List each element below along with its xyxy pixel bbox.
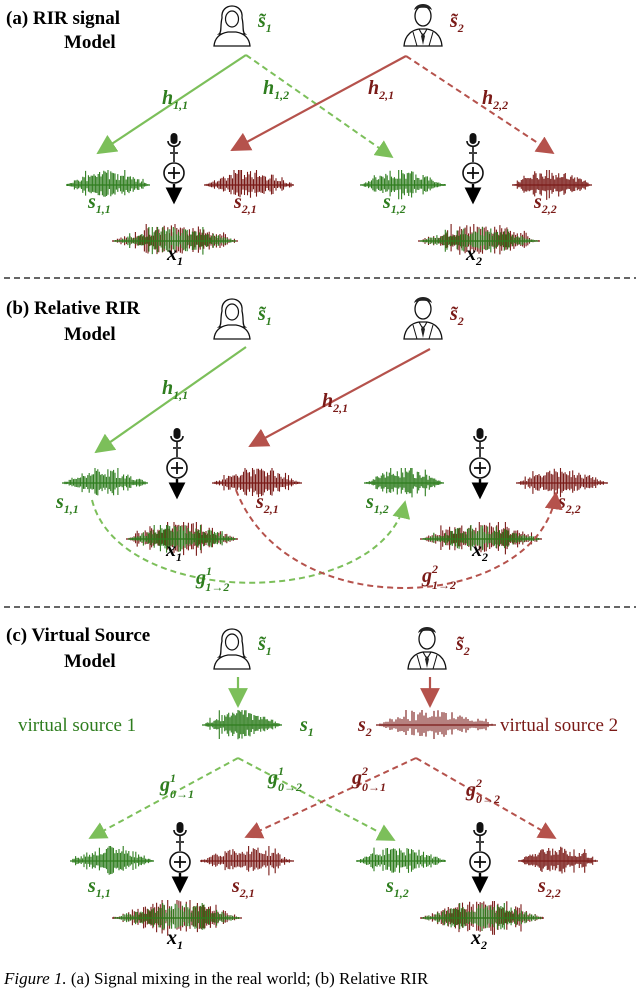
label-s1: s1: [299, 714, 314, 739]
speaker-2-label: s̃2: [455, 633, 470, 658]
label-s12: s1,2: [385, 875, 409, 900]
panel-c-title-1: (c) Virtual Source: [6, 625, 150, 646]
speaker-1-label: s̃1: [257, 633, 272, 658]
arrow-g2-0to1: [244, 757, 417, 839]
label-h11: h1,1: [162, 87, 188, 112]
waveform-s11: [66, 170, 150, 197]
waveform-x2: [420, 522, 542, 555]
arrow-g1-0to2: [237, 757, 396, 841]
label-x2: x2: [470, 927, 487, 952]
label-s12: s1,2: [365, 491, 389, 516]
arrow-h11: [94, 346, 247, 454]
speaker-1-label: s̃1: [257, 303, 272, 328]
waveform-s22: [516, 468, 608, 498]
microphone-mixer-1: [170, 822, 190, 890]
arrow-h11: [96, 54, 247, 155]
waveform-s22: [518, 846, 598, 874]
label-h12: h1,2: [263, 77, 289, 102]
female-speaker-icon: [213, 5, 251, 47]
label-s21: s2,1: [231, 875, 255, 900]
arrow-g1-1to2: [91, 499, 411, 584]
panel-b-title-1: (b) Relative RIR: [6, 298, 140, 319]
waveform-x1: [126, 522, 238, 556]
microphone-mixer-1: [164, 133, 184, 201]
label-s22: s2,2: [533, 191, 557, 216]
waveform-s22: [512, 170, 592, 200]
label-x2: x2: [465, 243, 482, 268]
male-speaker-icon: [403, 3, 443, 47]
label-s21: s2,1: [233, 191, 257, 216]
waveform-s21: [212, 468, 302, 498]
waveform-s12: [364, 468, 444, 498]
arrow-h21: [248, 348, 431, 447]
arrow-g1-0to1: [88, 757, 239, 839]
arrow-h21: [230, 55, 407, 151]
label-s22: s2,2: [537, 875, 561, 900]
microphone-mixer-1: [167, 428, 187, 496]
arrow-h22: [405, 55, 555, 154]
female-speaker-icon: [213, 298, 251, 340]
label-x1: x1: [166, 243, 183, 268]
microphone-mixer-2: [470, 822, 490, 890]
waveform-x1: [112, 900, 242, 936]
label-s12: s1,2: [382, 191, 406, 216]
waveform-x2: [420, 901, 544, 935]
label-s22: s2,2: [557, 491, 581, 516]
label-h22: h2,2: [482, 87, 508, 112]
waveform-s21: [200, 846, 294, 876]
waveform-s11: [70, 846, 154, 875]
virtual-source-1-label: virtual source 1: [18, 715, 136, 736]
label-x2: x2: [471, 539, 488, 564]
virtual-source-2-label: virtual source 2: [500, 715, 618, 736]
panel-a-title-1: (a) RIR signal: [6, 8, 120, 29]
speaker-2-label: s̃2: [449, 10, 464, 35]
label-s21: s2,1: [255, 491, 279, 516]
speaker-1-label: s̃1: [257, 10, 272, 35]
label-h11: h1,1: [162, 377, 188, 402]
microphone-mixer-2: [463, 133, 483, 201]
waveform-x1: [112, 224, 238, 255]
microphone-mixer-2: [470, 428, 490, 496]
label-s2: s2: [357, 714, 372, 739]
panel-a-title-2: Model: [64, 32, 116, 53]
label-x1: x1: [166, 927, 183, 952]
waveform-virtual-source-2: [376, 710, 496, 739]
waveform-x2: [418, 224, 540, 255]
female-speaker-icon: [213, 628, 251, 670]
male-speaker-icon: [407, 626, 447, 670]
label-s11: s1,1: [87, 191, 111, 216]
male-speaker-icon: [403, 296, 443, 340]
arrow-g2-0to2: [415, 757, 557, 839]
waveform-s12: [360, 170, 446, 200]
label-h21: h2,1: [368, 77, 394, 102]
panel-c-title-2: Model: [64, 651, 116, 672]
waveform-s11: [62, 468, 148, 496]
label-s11: s1,1: [55, 491, 79, 516]
speaker-2-label: s̃2: [449, 303, 464, 328]
waveform-s21: [204, 170, 294, 198]
label-s11: s1,1: [87, 875, 111, 900]
label-h21: h2,1: [322, 390, 348, 415]
arrow-h12: [245, 54, 394, 159]
waveform-virtual-source-1: [202, 710, 282, 740]
label-x1: x1: [165, 539, 182, 564]
panel-b-title-2: Model: [64, 324, 116, 345]
waveform-s12: [356, 847, 446, 873]
arrow-g2-1to2: [235, 489, 563, 589]
figure-caption: Figure 1. (a) Signal mixing in the real …: [3, 969, 429, 988]
